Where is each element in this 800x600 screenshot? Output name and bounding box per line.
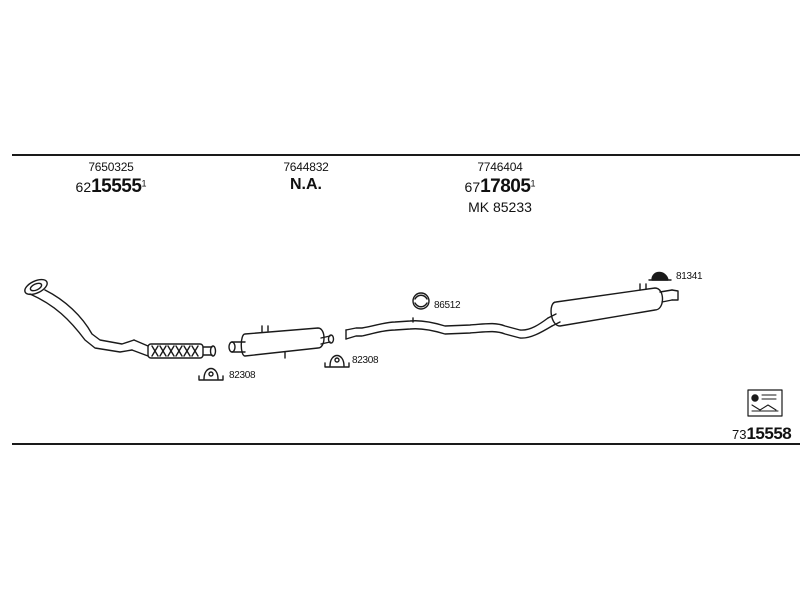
- bottom-divider: [12, 443, 800, 445]
- part-rear-silencer-header: 7746404 67178051 MK 85233: [465, 160, 536, 215]
- top-divider: [12, 154, 800, 156]
- reference-sheet-icon: [747, 389, 783, 417]
- part-number: 7644832: [283, 160, 329, 174]
- clamp-icon: [324, 354, 350, 368]
- rear-silencer: [345, 283, 679, 340]
- part-front-pipe-header: 7650325 62155551: [76, 160, 147, 198]
- not-available-label: N.A.: [289, 176, 322, 193]
- hanger-icon: [648, 271, 672, 281]
- ring-label: 86512: [434, 300, 461, 311]
- hanger-label: 81341: [676, 271, 703, 282]
- part-middle-silencer-header: 7644832 N.A.: [283, 160, 329, 194]
- reference-number: 62155551: [75, 176, 147, 197]
- clamp-middle-label: 82308: [352, 355, 379, 366]
- reference-number: 67178051: [464, 176, 536, 197]
- middle-silencer: [228, 325, 335, 359]
- part-number: 7650325: [88, 160, 134, 174]
- part-number: 7746404: [477, 160, 523, 174]
- rubber-ring-icon: [412, 292, 430, 310]
- mk-number: MK 85233: [468, 199, 532, 215]
- clamp-icon: [198, 367, 224, 381]
- clamp-left-label: 82308: [229, 370, 256, 381]
- catalog-number: 7315558: [732, 424, 792, 443]
- front-pipe: [24, 278, 217, 359]
